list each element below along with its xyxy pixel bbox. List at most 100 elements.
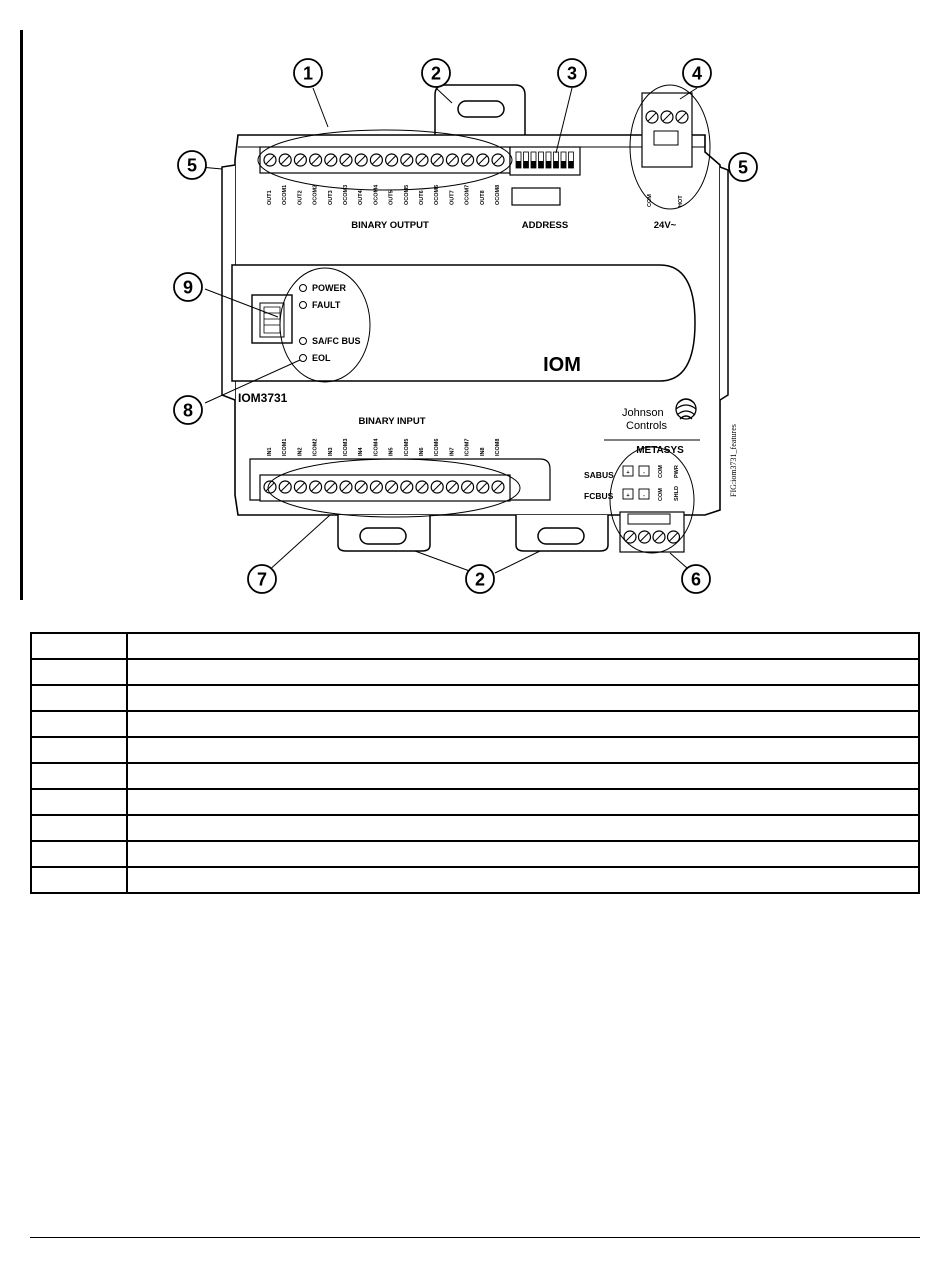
hot-label: HOT — [678, 195, 684, 207]
input-terminal-screw — [278, 480, 292, 494]
legend-description-cell — [126, 814, 920, 842]
input-terminal-label: IN3 — [328, 447, 334, 456]
product-label: METASYS — [636, 445, 684, 456]
legend-row — [30, 632, 920, 660]
led-power-label: POWER — [312, 283, 347, 293]
callout-number: 8 — [183, 401, 193, 421]
output-terminal-screw — [430, 153, 444, 167]
callout-number: 7 — [257, 570, 267, 590]
sabus-terminal-label: PWR — [674, 465, 680, 478]
input-terminal-screw — [309, 480, 323, 494]
power-24v-label: 24V~ — [654, 220, 677, 231]
fcbus-terminal-label: - — [643, 493, 645, 499]
legend-row — [30, 658, 920, 686]
output-terminal-label: OUT3 — [328, 190, 334, 205]
sabus-terminal-label: COM — [658, 465, 664, 478]
input-terminal-label: ICOM3 — [343, 439, 349, 456]
johnson-controls-logo: Johnson Controls — [622, 398, 697, 432]
legend-row — [30, 788, 920, 816]
mounting-tabs-bottom — [337, 515, 609, 552]
legend-row — [30, 762, 920, 790]
callout-1: 1 — [293, 58, 323, 88]
input-terminal-screw — [476, 480, 490, 494]
input-terminal-screw — [324, 480, 338, 494]
callout-number: 4 — [692, 64, 702, 84]
output-terminal-label: OCOM5 — [404, 185, 410, 205]
input-terminal-label: IN7 — [449, 447, 455, 456]
output-terminal-label: OCOM8 — [495, 185, 501, 205]
output-terminal-screw — [415, 153, 429, 167]
output-terminal-screw — [278, 153, 292, 167]
input-terminal-label: ICOM5 — [404, 439, 410, 456]
input-terminal-label: ICOM8 — [495, 439, 501, 456]
dip-switch-toggle — [530, 151, 537, 169]
input-terminal-screw — [400, 480, 414, 494]
input-terminal-screw — [415, 480, 429, 494]
legend-callout-cell — [30, 814, 128, 842]
legend-description-cell — [126, 684, 920, 712]
change-bar — [20, 30, 23, 600]
output-terminal-screw — [263, 153, 277, 167]
input-terminal-label: ICOM1 — [282, 439, 288, 456]
output-terminal-label: OCOM4 — [373, 184, 379, 205]
bus-terminal-screw — [623, 530, 637, 544]
input-terminal-screw — [293, 480, 307, 494]
dip-switch-toggle — [523, 151, 529, 169]
callout-number: 5 — [738, 158, 748, 178]
legend-callout-cell — [30, 632, 128, 660]
output-terminal-screw — [324, 153, 338, 167]
sabus-label: SABUS — [584, 470, 614, 480]
legend-description-cell — [126, 632, 920, 660]
legend-description-cell — [126, 710, 920, 738]
dip-switch-toggle — [568, 151, 574, 169]
led-eol-label: EOL — [312, 353, 331, 363]
output-terminal-label: OCOM2 — [313, 185, 319, 205]
led-safc-bus-label: SA/FC BUS — [312, 336, 361, 346]
sabus-terminal-label: + — [626, 470, 629, 476]
output-terminal-label: OUT6 — [419, 190, 425, 205]
callout-7: 7 — [247, 564, 277, 594]
callout-number: 3 — [567, 64, 577, 84]
input-terminal-label: IN1 — [267, 447, 273, 456]
brand-line2: Controls — [626, 420, 667, 432]
legend-description-cell — [126, 736, 920, 764]
legend-row — [30, 814, 920, 842]
output-terminal-label: OCOM6 — [434, 185, 440, 205]
binary-output-label: BINARY OUTPUT — [351, 220, 429, 231]
legend-row — [30, 710, 920, 738]
leader-lines — [199, 87, 743, 576]
legend-row — [30, 840, 920, 868]
footer-rule — [30, 1237, 920, 1238]
output-terminal-screw — [293, 153, 307, 167]
callout-3: 3 — [557, 58, 587, 88]
sabus-terminal-label: - — [643, 470, 645, 476]
output-terminal-screw — [476, 153, 490, 167]
fcbus-terminal-label: + — [626, 493, 629, 499]
address-label: ADDRESS — [522, 220, 568, 231]
legend-callout-cell — [30, 788, 128, 816]
input-terminal-label: ICOM6 — [434, 439, 440, 456]
output-terminal-screw — [400, 153, 414, 167]
output-terminal-screw — [491, 153, 505, 167]
callout-6: 6 — [681, 564, 711, 594]
callout-number: 5 — [187, 156, 197, 176]
output-terminal-label: OUT2 — [297, 190, 303, 205]
callout-5: 5 — [177, 150, 207, 180]
callout-2: 2 — [465, 564, 495, 594]
output-terminal-label: OCOM3 — [343, 185, 349, 205]
callout-highlights — [257, 84, 711, 554]
legend-callout-cell — [30, 684, 128, 712]
output-terminal-screw — [461, 153, 475, 167]
output-terminal-label: OUT4 — [358, 189, 364, 205]
mounting-tab-top — [434, 84, 526, 135]
output-terminal-screw — [385, 153, 399, 167]
callout-2: 2 — [421, 58, 451, 88]
legend-callout-cell — [30, 658, 128, 686]
brand-line1: Johnson — [622, 407, 664, 419]
input-terminal-screw — [430, 480, 444, 494]
output-terminal-label: OUT8 — [480, 190, 486, 205]
callout-number: 2 — [475, 570, 485, 590]
input-terminal-label: IN6 — [419, 447, 425, 456]
